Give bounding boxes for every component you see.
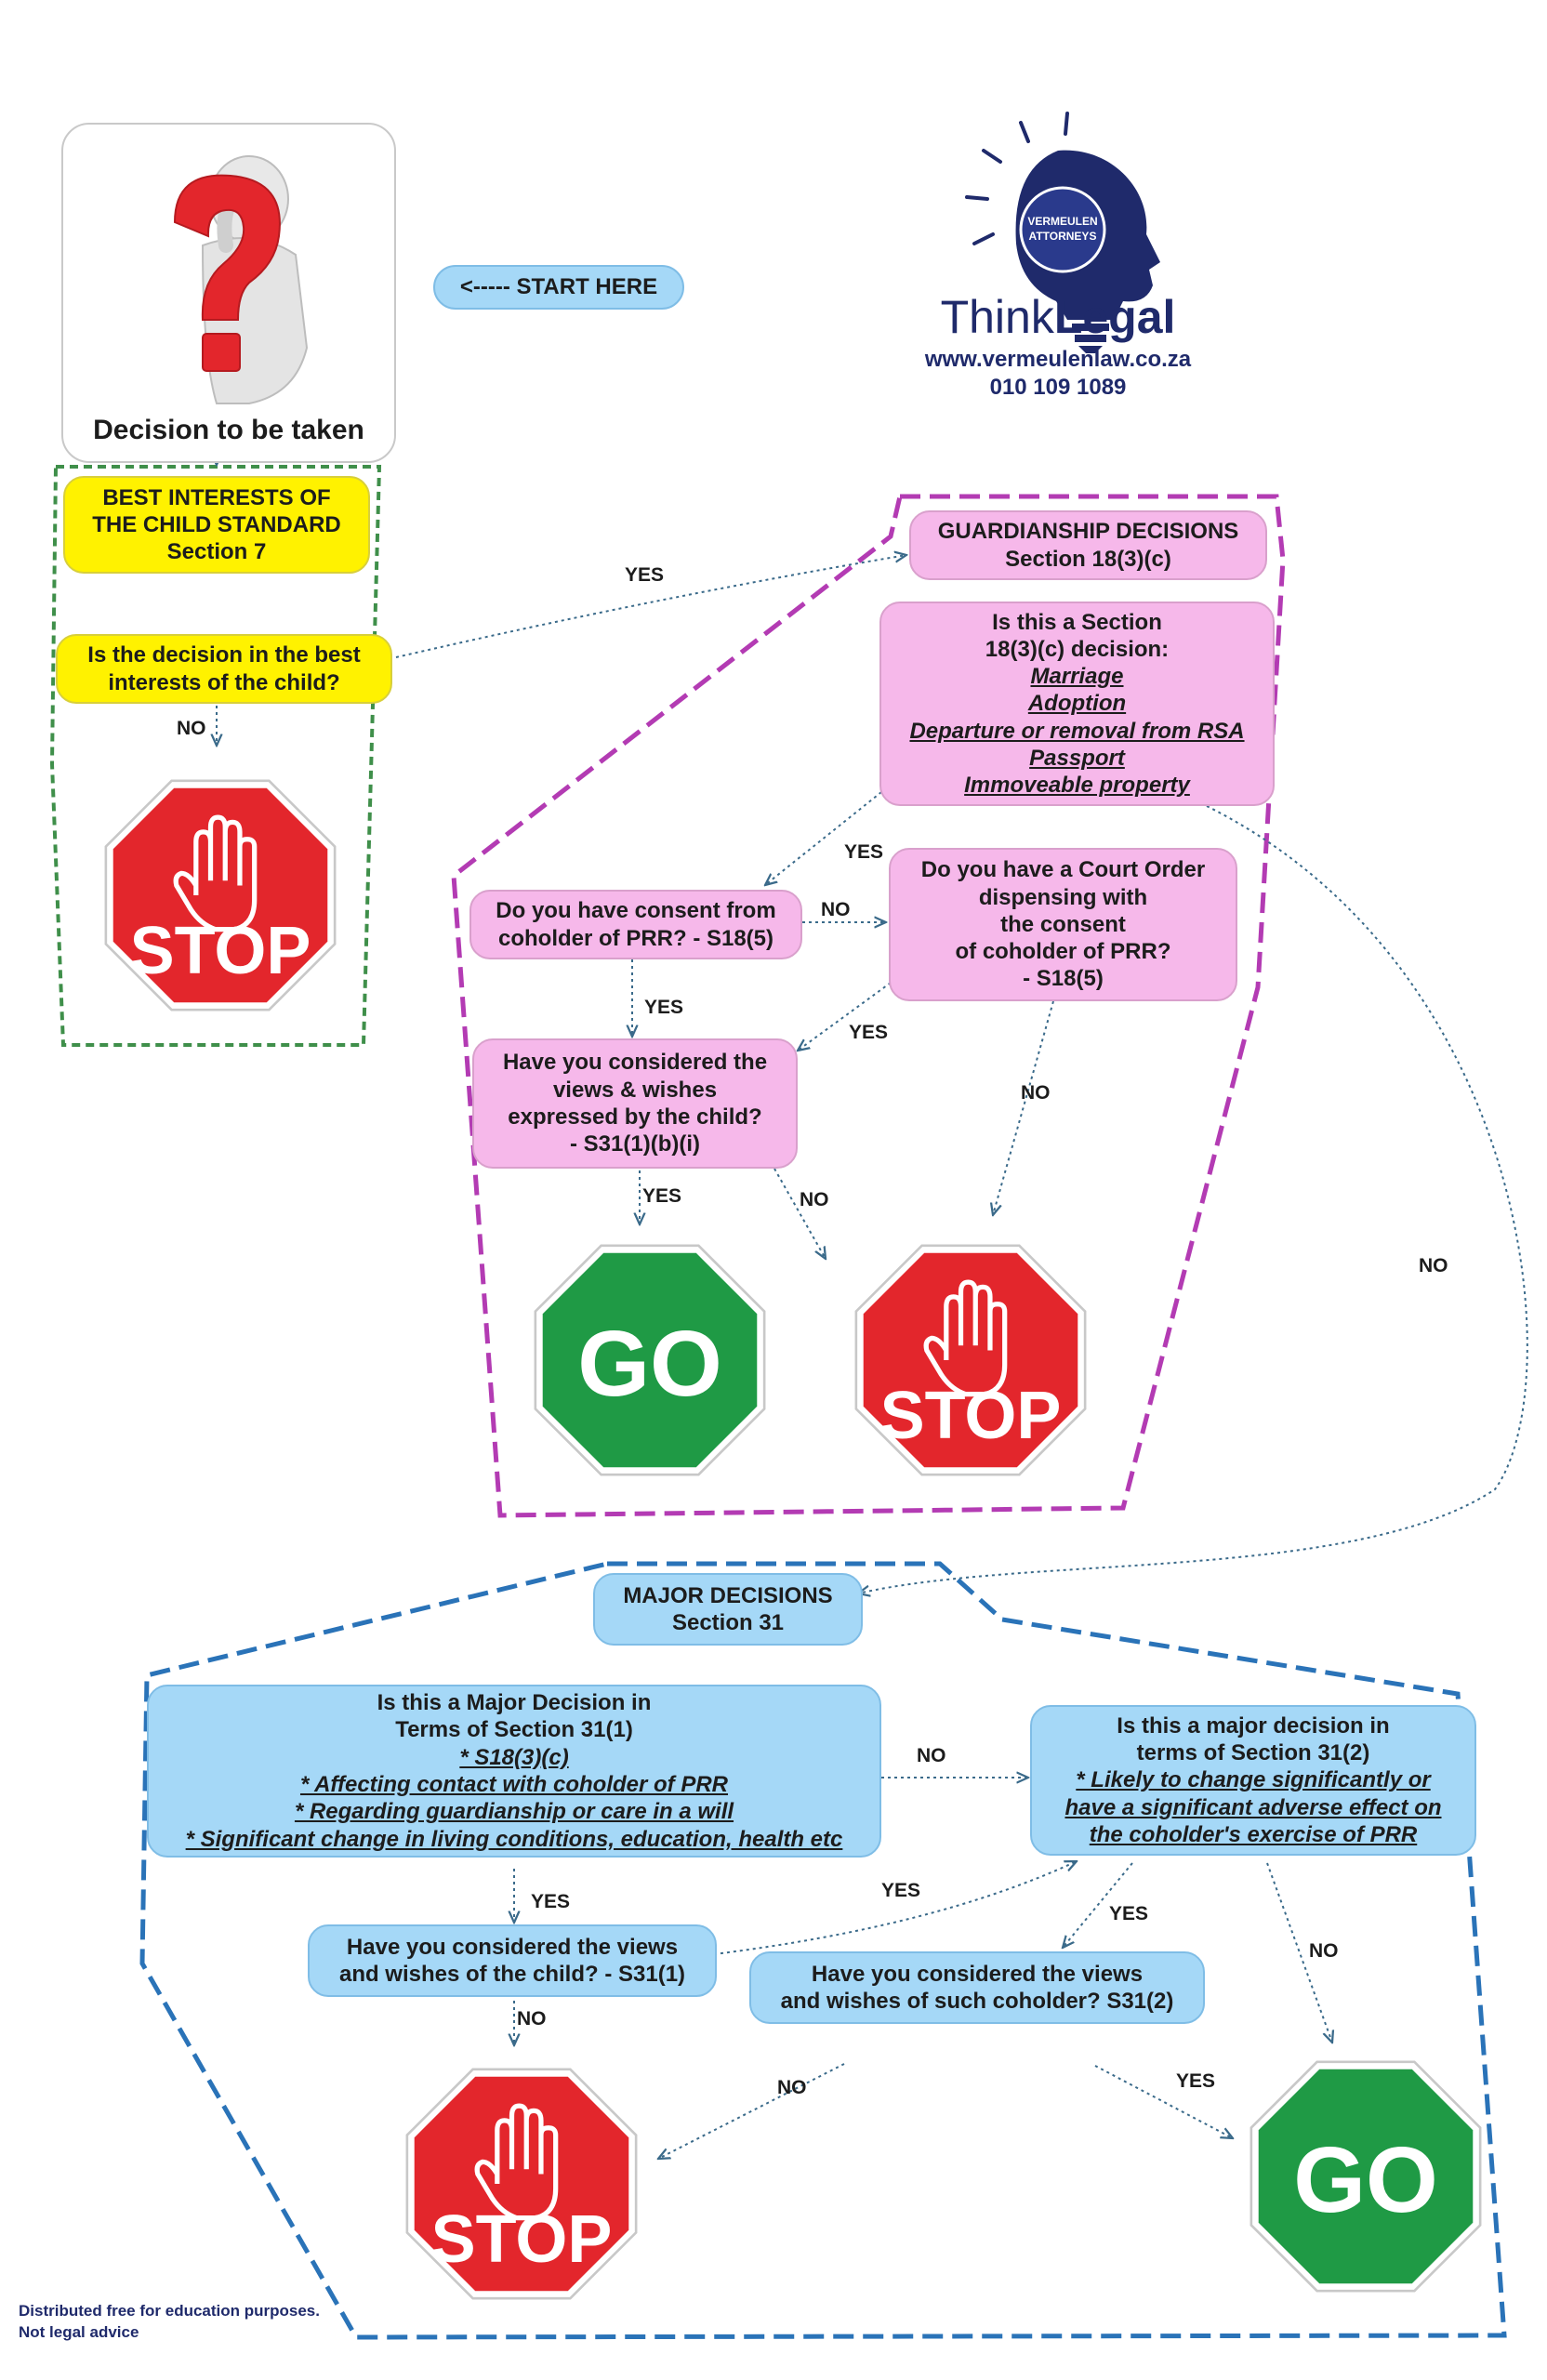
best-interests-question: Is the decision in the best interests of… — [56, 634, 392, 704]
decision-title: Decision to be taken — [93, 415, 364, 445]
label-no-consent: NO — [821, 899, 851, 920]
brand-name: ThinkLegal — [940, 291, 1176, 343]
label-yes-s183c: YES — [844, 841, 884, 863]
label-no-views-child: NO — [517, 2008, 547, 2030]
q2-item-1: * Likely to change significantly or — [1076, 1767, 1431, 1793]
arrow-s183c-yes-to-consent — [765, 791, 882, 885]
thinking-figure-question-icon — [173, 155, 309, 404]
consent-question: Do you have consent from coholder of PRR… — [469, 890, 802, 959]
stop-sign-icon — [104, 779, 337, 1012]
label-no-q1: NO — [917, 1745, 946, 1766]
go-sign-text: GO — [577, 1312, 722, 1416]
stop-sign-text: STOP — [129, 914, 311, 988]
major-decision-q2: Is this a major decision in terms of Sec… — [1030, 1705, 1476, 1856]
stop-sign-best-interests: STOP — [99, 774, 342, 1017]
stop-sign-icon — [854, 1244, 1087, 1476]
major-decisions-title: MAJOR DECISIONS Section 31 — [593, 1573, 863, 1646]
go-sign-guardianship: GO — [528, 1238, 772, 1482]
item-passport: Passport — [1029, 745, 1125, 771]
brand-block: ThinkLegal www.vermeulenlaw.co.za 010 10… — [900, 292, 1216, 401]
item-adoption: Adoption — [1027, 691, 1127, 717]
logo-text-line1: VERMEULEN — [1027, 215, 1097, 228]
go-sign-icon — [1250, 2060, 1482, 2293]
label-no-s183c: NO — [1419, 1255, 1448, 1276]
section-18-question: Is this a Section 18(3)(c) decision: Mar… — [879, 602, 1275, 806]
label-no-court-order: NO — [1021, 1082, 1051, 1104]
stop-sign-text: STOP — [430, 2202, 613, 2277]
stop-sign-text: STOP — [879, 1379, 1062, 1453]
stop-sign-icon — [405, 2068, 638, 2300]
views-coholder-question: Have you considered the views and wishes… — [749, 1951, 1205, 2024]
guardianship-views-question: Have you considered the views & wishes e… — [472, 1038, 798, 1169]
arrow-s183c-no-to-major — [858, 805, 1528, 1593]
views-child-question: Have you considered the views and wishes… — [308, 1924, 717, 1997]
decision-card: Decision to be taken — [61, 123, 396, 463]
label-no-views-coholder: NO — [777, 2077, 807, 2098]
arrow-q2-yes-to-views-coholder — [1063, 1862, 1133, 1948]
court-order-question: Do you have a Court Order dispensing wit… — [889, 848, 1237, 1001]
connector-layer — [49, 430, 1528, 2340]
stop-sign-guardianship: STOP — [849, 1238, 1092, 1482]
q2-item-2: have a significant adverse effect on — [1064, 1794, 1442, 1820]
label-yes-views: YES — [642, 1185, 682, 1207]
arrow-views-child-yes-to-q2 — [713, 1861, 1077, 1955]
q1-item-contact: * Affecting contact with coholder of PRR — [299, 1772, 729, 1797]
label-yes-views-coholder: YES — [1176, 2070, 1216, 2092]
start-here-label: <----- START HERE — [433, 265, 684, 310]
brand-website: www.vermeulenlaw.co.za — [924, 347, 1192, 372]
label-yes-views-child: YES — [881, 1880, 921, 1901]
label-yes-q1: YES — [531, 1891, 571, 1912]
stop-sign-major: STOP — [400, 2062, 643, 2306]
go-sign-icon — [534, 1244, 766, 1476]
go-sign-major: GO — [1244, 2055, 1488, 2298]
best-interests-title: BEST INTERESTS OF THE CHILD STANDARD Sec… — [63, 476, 370, 574]
q2-item-3: the coholder's exercise of PRR — [1089, 1821, 1418, 1847]
best-interests-group-border — [49, 465, 382, 1047]
item-immoveable-property: Immoveable property — [964, 773, 1190, 799]
label-no-q2: NO — [1309, 1940, 1339, 1962]
label-yes-q2: YES — [1109, 1903, 1149, 1924]
flowchart-page: Decision to be taken <----- START HERE V… — [7, 39, 1541, 2368]
arrow-views-no-to-stop — [774, 1168, 826, 1259]
label-no-views: NO — [800, 1189, 829, 1210]
label-yes-best-interests: YES — [625, 564, 665, 586]
brand-phone: 010 109 1089 — [989, 375, 1127, 400]
footer-disclaimer: Distributed free for education purposes.… — [19, 2302, 320, 2341]
label-yes-court-order: YES — [849, 1022, 889, 1043]
label-no-best-interests: NO — [177, 718, 206, 739]
label-yes-consent: YES — [644, 997, 684, 1018]
arrow-views-coholder-no-to-stop — [658, 2063, 845, 2159]
arrow-best-yes-to-guardianship — [395, 555, 906, 658]
guardianship-title: GUARDIANSHIP DECISIONS Section 18(3)(c) — [909, 510, 1267, 580]
go-sign-text: GO — [1293, 2128, 1438, 2232]
item-departure: Departure or removal from RSA — [909, 718, 1245, 744]
major-decisions-group-border — [139, 1561, 1507, 2340]
q1-item-guardianship: * Regarding guardianship or care in a wi… — [294, 1799, 734, 1825]
guardianship-group-border — [451, 494, 1286, 1518]
major-decision-q1: Is this a Major Decision in Terms of Sec… — [147, 1685, 881, 1858]
item-marriage: Marriage — [1030, 664, 1124, 690]
logo-text-line2: ATTORNEYS — [1029, 230, 1097, 243]
think-legal-logo-icon: VERMEULEN ATTORNEYS — [965, 112, 1160, 353]
arrow-court-no-to-stop — [993, 1000, 1054, 1215]
q1-item-s183c: * S18(3)(c) — [459, 1744, 569, 1770]
q1-item-living-conditions: * Significant change in living condition… — [185, 1826, 843, 1852]
